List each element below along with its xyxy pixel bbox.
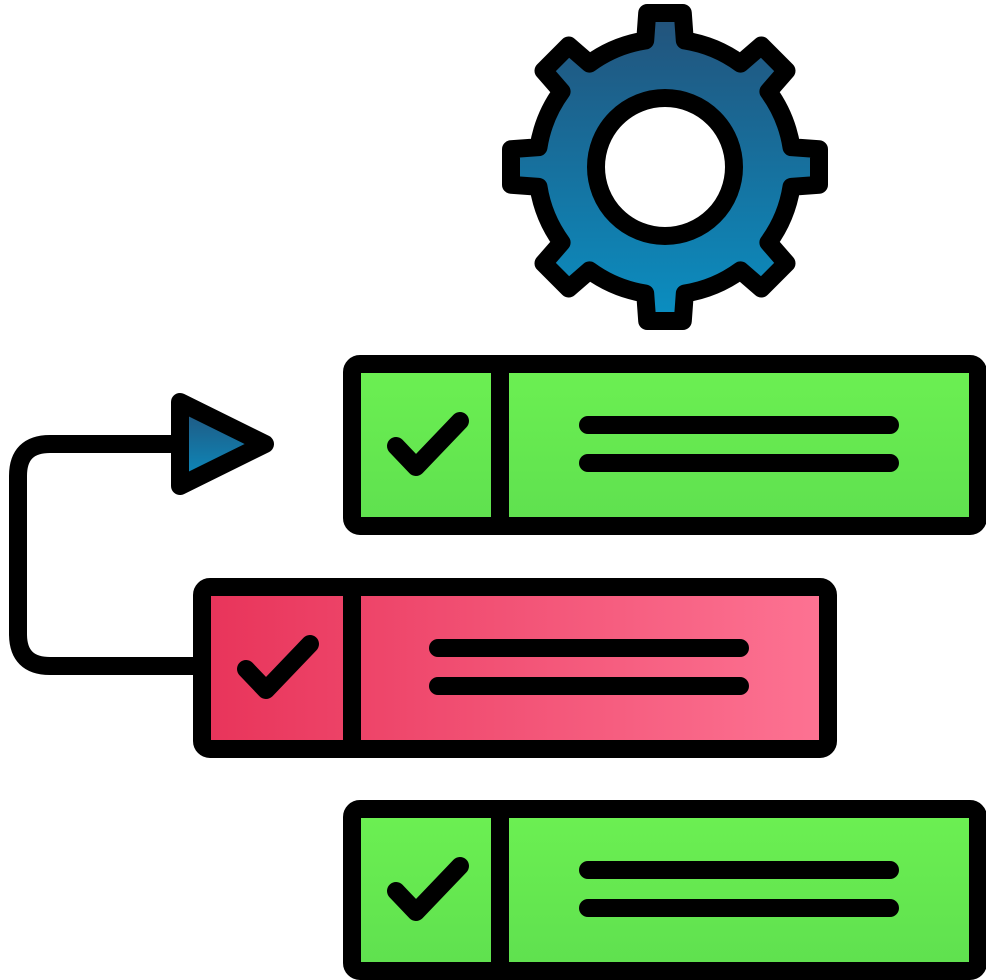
- check-icon: [387, 412, 469, 476]
- gear-icon: [502, 4, 828, 330]
- task-card-1: [343, 355, 986, 535]
- check-icon: [387, 857, 469, 921]
- task-card-3: [343, 800, 986, 980]
- task-card-2: [193, 578, 837, 758]
- gear-hole: [587, 89, 743, 245]
- return-arrow-icon: [9, 393, 274, 675]
- arrow-head: [171, 393, 274, 495]
- arrow-line: [9, 435, 209, 675]
- check-icon: [237, 635, 319, 699]
